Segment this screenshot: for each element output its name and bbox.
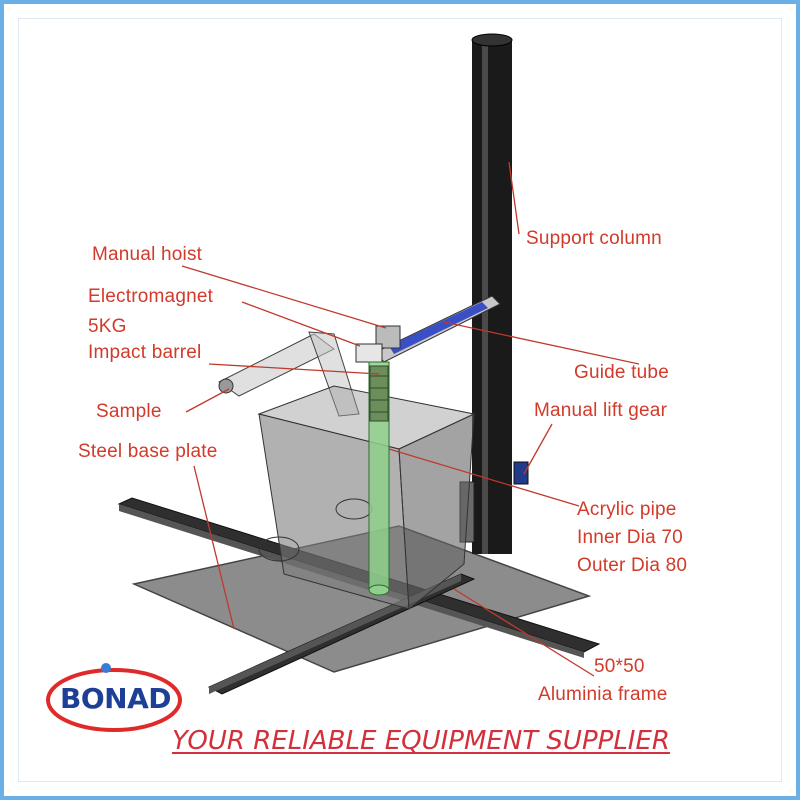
leader-aluminia-frame <box>453 588 595 677</box>
logo-swoosh-icon <box>46 663 182 732</box>
leader-steel-base-plate <box>193 465 235 630</box>
electromagnet <box>355 343 383 363</box>
logo-text: BONAD <box>60 682 172 715</box>
manual-hoist <box>375 325 401 349</box>
label-frame-size: 50*50 <box>594 656 645 677</box>
impact-weight-5kg <box>369 365 389 422</box>
leader-impact-barrel <box>208 363 380 375</box>
tagline: YOUR RELIABLE EQUIPMENT SUPPLIER <box>172 726 670 756</box>
impact-barrel-ring-2 <box>258 536 300 562</box>
guide-tube-slot <box>389 302 488 354</box>
leader-manual-lift-gear <box>523 423 553 475</box>
label-guide-tube: Guide tube <box>574 362 669 383</box>
bonad-logo: BONAD <box>44 656 194 746</box>
label-sample: Sample <box>96 401 162 422</box>
leader-acrylic-pipe <box>388 448 580 507</box>
inner-frame <box>18 18 782 782</box>
leader-manual-hoist <box>181 265 387 329</box>
label-weight: 5KG <box>88 316 127 337</box>
label-steel-base-plate: Steel base plate <box>78 441 218 462</box>
label-acrylic-pipe: Acrylic pipe <box>577 499 677 520</box>
lift-gear-knob <box>513 461 529 485</box>
label-support-column: Support column <box>526 228 662 249</box>
label-aluminia-frame: Aluminia frame <box>538 684 668 705</box>
support-column-cap <box>471 33 513 47</box>
impact-barrel-right <box>398 413 475 611</box>
equipment-diagram <box>117 33 640 695</box>
label-outer-dia: Outer Dia 80 <box>577 555 688 576</box>
leader-electromagnet <box>241 301 361 347</box>
label-electromagnet: Electromagnet <box>88 286 214 307</box>
label-inner-dia: Inner Dia 70 <box>577 527 683 548</box>
sample-pivot <box>218 378 234 394</box>
label-impact-barrel: Impact barrel <box>88 342 202 363</box>
support-column-highlight <box>482 39 488 554</box>
acrylic-pipe-bottom <box>368 584 390 596</box>
leader-support-column <box>508 161 520 235</box>
leader-guide-tube <box>443 321 640 365</box>
label-manual-hoist: Manual hoist <box>92 244 203 265</box>
label-manual-lift-gear: Manual lift gear <box>534 400 668 421</box>
leader-sample <box>185 388 230 413</box>
